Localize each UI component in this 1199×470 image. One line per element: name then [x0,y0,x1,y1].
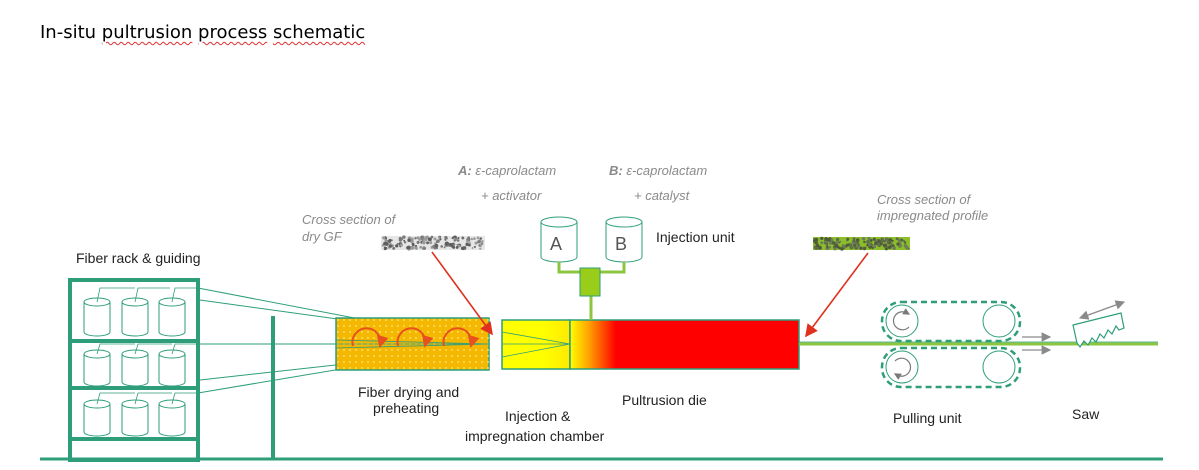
impregnated-caption-line1: Cross section of [877,192,972,207]
impregnated-caption-line2: impregnated profile [877,208,988,223]
pulling-unit-label: Pulling unit [893,410,962,426]
tank-b-letter: B [615,234,627,254]
pultrusion-die [569,319,800,370]
rotation-arrow-icon [892,308,912,380]
saw [1072,300,1126,349]
component-b-line2: + catalyst [634,188,691,203]
injection-chamber [501,319,571,370]
dry-gf-caption-line1: Cross section of [302,212,397,227]
pultrusion-die-label: Pultrusion die [622,392,707,408]
pulling-unit [880,300,1052,389]
mixing-head [579,267,601,297]
impregnated-pointer-arrow [805,252,869,338]
impregnated-profile-cross-section [812,236,910,251]
dry-gf-cross-section [381,235,485,251]
injection-chamber-label-line2: impregnation chamber [465,428,605,444]
component-a-line2: + activator [481,188,542,203]
injection-unit [540,216,643,320]
dry-gf-pointer-arrow [431,251,493,336]
injection-unit-label: Injection unit [656,229,735,245]
fiber-heater [335,317,490,371]
fiber-drying-label-line1: Fiber drying and [358,384,459,400]
fiber-rack-label: Fiber rack & guiding [76,250,201,266]
component-a-line1: A: ε-caprolactam [457,163,556,178]
saw-blade-icon [1072,312,1125,349]
component-b-line1: B: ε-caprolactam [609,163,707,178]
tank-a-letter: A [550,234,562,254]
saw-label: Saw [1072,406,1100,422]
fiber-drying-label-line2: preheating [373,400,439,416]
curved-arrow-icon [351,327,480,348]
fiber-rack [68,278,200,462]
dry-gf-caption-line2: dry GF [302,229,343,244]
impregnated-profile-line [799,341,1158,346]
injection-chamber-label-line1: Injection & [505,408,571,424]
page-title: In-situ pultrusion process schematic [40,22,366,43]
